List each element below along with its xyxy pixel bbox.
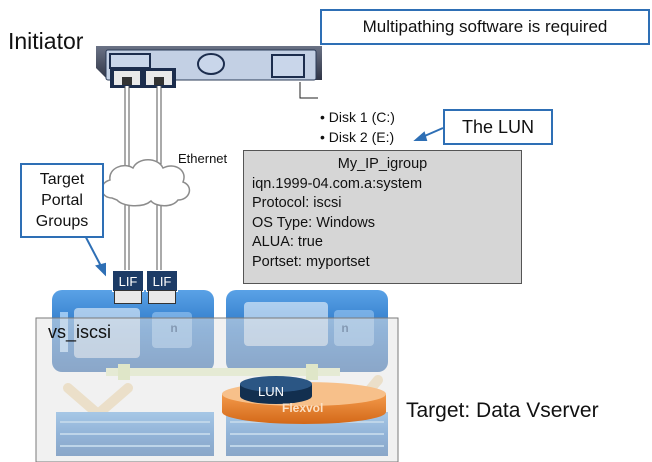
disk-item: • Disk 1 (C:) <box>320 109 395 125</box>
lif-badge-2: LIF <box>146 270 178 292</box>
lif-port-2 <box>148 290 176 304</box>
disk-item: • Disk 2 (E:) <box>320 129 395 145</box>
disk-connector-line <box>299 82 318 99</box>
initiator-server <box>96 46 322 88</box>
lif-port-1 <box>114 290 142 304</box>
ethernet-label: Ethernet <box>178 151 228 166</box>
disk-list: • Disk 1 (C:) • Disk 2 (E:) <box>320 107 395 147</box>
lif-badge-1: LIF <box>112 270 144 292</box>
lun-label: LUN <box>258 384 285 399</box>
disk-2-label: Disk 2 (E:) <box>328 129 395 145</box>
ethernet-cloud <box>101 159 191 207</box>
tpg-line-2: Portal <box>41 192 83 209</box>
target-portal-groups-callout: Target Portal Groups <box>20 163 104 238</box>
igroup-os-type: OS Type: Windows <box>252 214 376 231</box>
initiator-title: Initiator <box>8 28 84 54</box>
igroup-portset: Portset: myportset <box>252 253 370 270</box>
igroup-name: My_IP_igroup <box>337 156 428 172</box>
disk-1-label: Disk 1 (C:) <box>328 109 395 125</box>
igroup-initiator: iqn.1999-04.com.a:system <box>252 175 423 192</box>
svm-label: vs_iscsi <box>48 322 112 342</box>
tpg-line-3: Groups <box>35 213 89 230</box>
the-lun-text: The LUN <box>461 116 535 137</box>
the-lun-callout: The LUN <box>443 109 553 145</box>
tpg-line-1: Target <box>39 171 85 188</box>
multipathing-text: Multipathing software is required <box>362 17 608 36</box>
flexvol-label: Flexvol <box>282 401 324 415</box>
target-vserver-label: Target: Data Vserver <box>406 399 599 422</box>
lif-2-label: LIF <box>152 273 172 289</box>
igroup-box: My_IP_igroup iqn.1999-04.com.a:system Pr… <box>243 150 522 284</box>
multipathing-callout: Multipathing software is required <box>320 9 650 45</box>
lif-1-label: LIF <box>118 273 138 289</box>
igroup-alua: ALUA: true <box>252 234 323 250</box>
igroup-protocol: Protocol: iscsi <box>252 195 342 211</box>
lun-cylinder <box>240 376 312 404</box>
